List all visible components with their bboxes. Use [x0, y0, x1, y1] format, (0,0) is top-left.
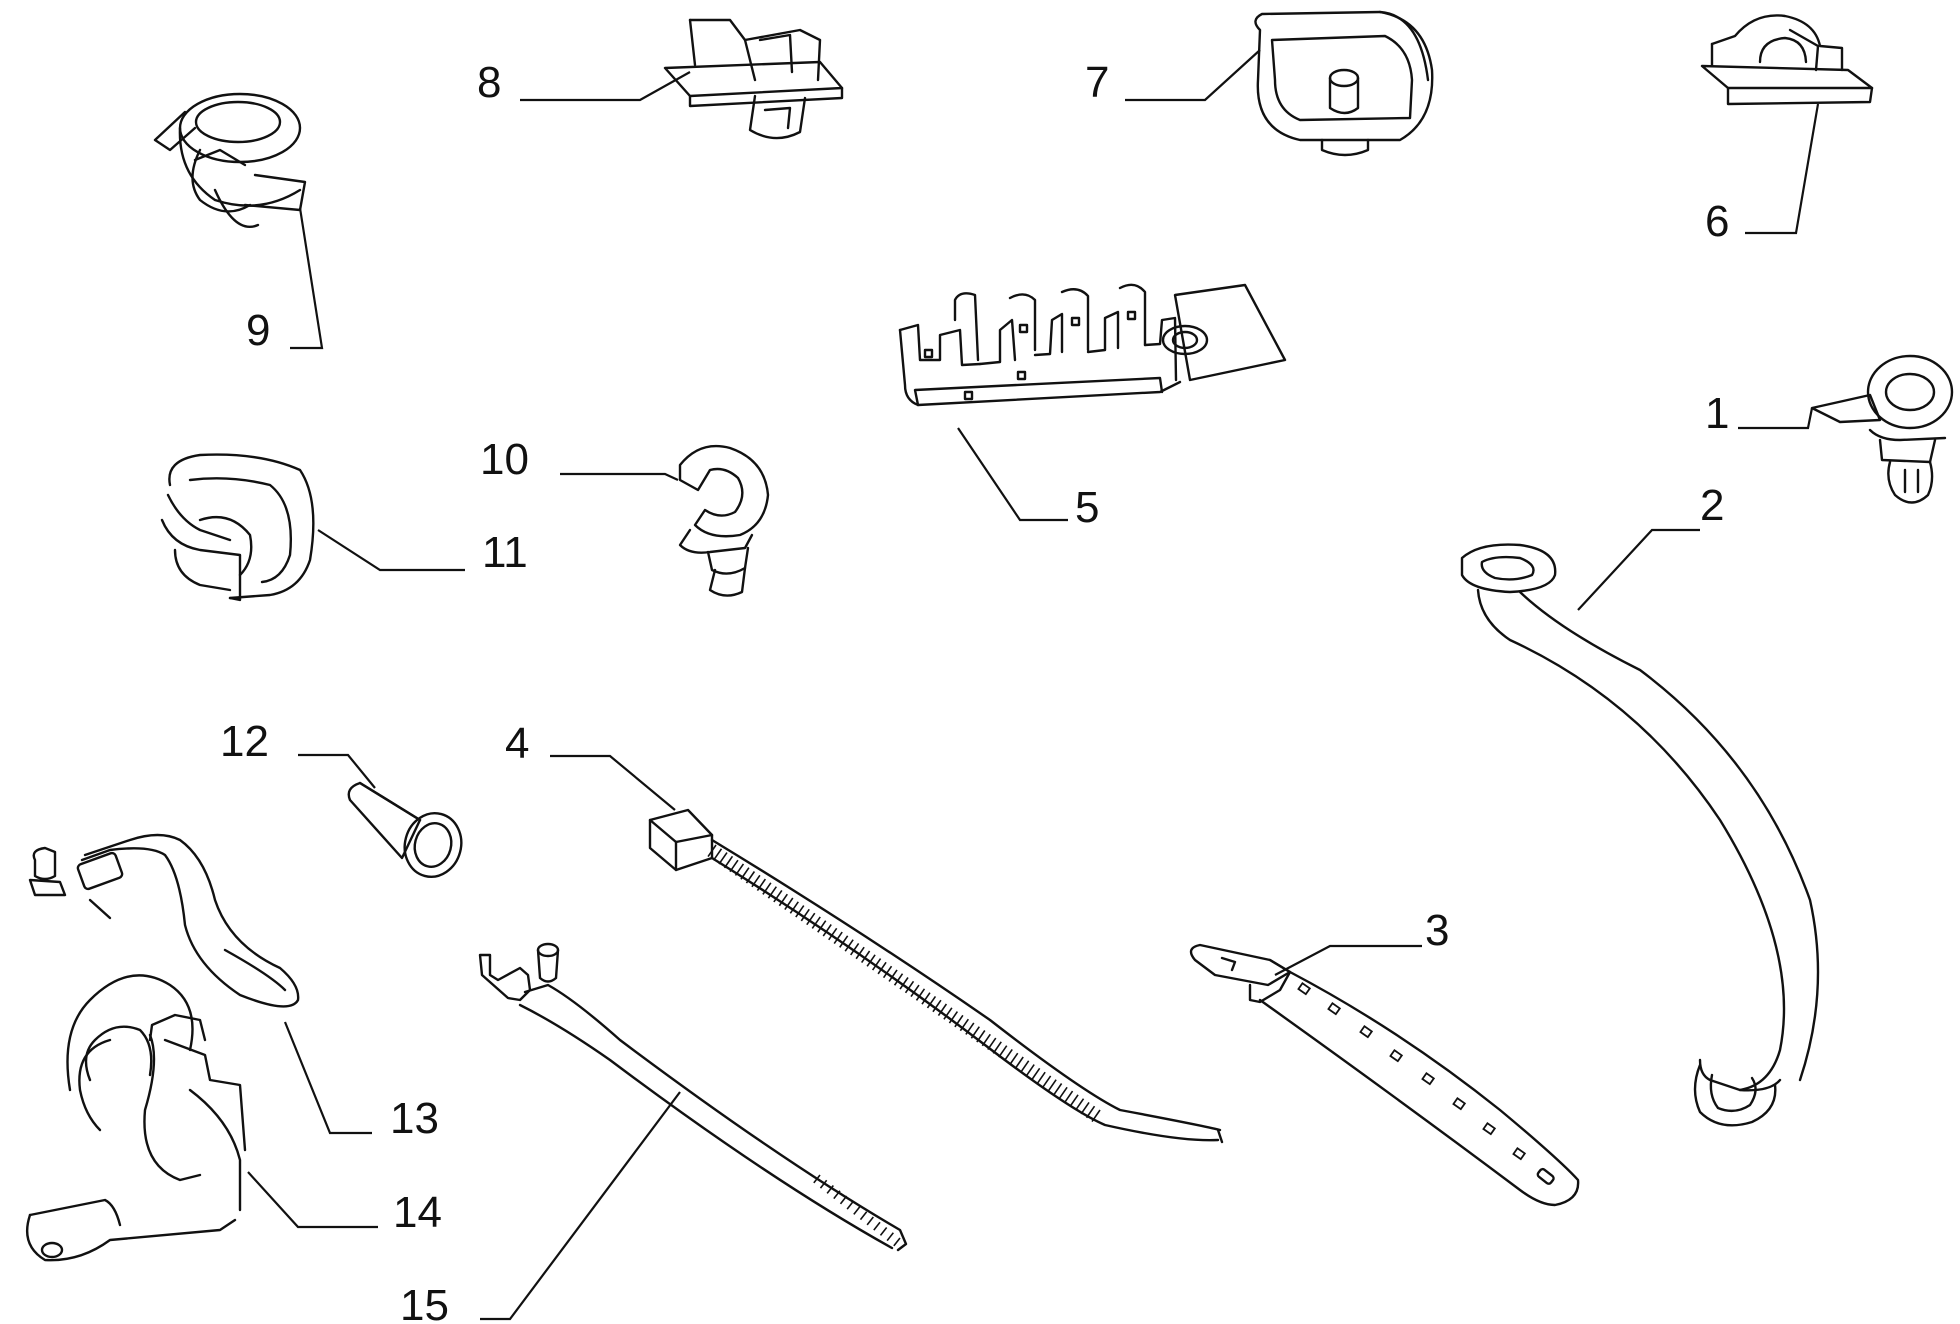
part-13-slotted-bracket[interactable] — [28, 833, 300, 1008]
part-11-double-clip[interactable] — [160, 453, 315, 602]
part-4-tie-teeth — [707, 844, 1101, 1122]
part-3-perforated-strap[interactable] — [1189, 943, 1580, 1207]
part-15-tie-teeth — [813, 1174, 901, 1247]
part-2-strap-grommet[interactable] — [1460, 543, 1820, 1127]
callout-4: 4 — [505, 719, 529, 768]
leader-15 — [480, 1091, 681, 1321]
part-14-clamp[interactable] — [25, 974, 247, 1262]
part-5-terminal-bracket[interactable] — [898, 283, 1287, 407]
leader-5 — [957, 427, 1068, 522]
leader-4 — [550, 754, 676, 811]
callout-6: 6 — [1705, 197, 1729, 246]
part-9-hose-clip[interactable] — [153, 92, 307, 228]
callout-13: 13 — [390, 1094, 439, 1143]
part-15-anchored-tie[interactable] — [478, 942, 908, 1252]
part-6-saddle-clip[interactable] — [1700, 14, 1874, 106]
leader-10 — [560, 472, 679, 481]
callout-5: 5 — [1075, 483, 1099, 532]
callout-1: 1 — [1705, 389, 1729, 438]
leader-8 — [520, 71, 691, 102]
callout-10: 10 — [480, 435, 529, 484]
callout-8: 8 — [477, 58, 501, 107]
callout-9: 9 — [246, 306, 270, 355]
leader-6 — [1745, 103, 1820, 235]
part-4-cable-tie[interactable] — [648, 808, 1224, 1144]
callout-3: 3 — [1425, 906, 1449, 955]
leader-7 — [1125, 49, 1261, 102]
callout-12: 12 — [220, 717, 269, 766]
leader-11 — [317, 529, 465, 572]
part-3-strap-holes — [1297, 981, 1527, 1161]
leader-13 — [283, 1021, 372, 1135]
leader-1 — [1738, 407, 1814, 430]
callout-7: 7 — [1085, 58, 1109, 107]
callout-2: 2 — [1700, 481, 1724, 530]
callout-labels: 1 2 3 4 5 6 7 8 9 10 11 12 13 14 15 — [220, 58, 1729, 1324]
callout-11: 11 — [482, 528, 528, 577]
leader-3 — [1274, 944, 1422, 976]
part-7-grommet-clip[interactable] — [1254, 10, 1434, 157]
part-8-plate-clip[interactable] — [663, 18, 844, 140]
callout-15: 15 — [400, 1281, 449, 1324]
leader-lines — [247, 49, 1820, 1321]
leader-14 — [247, 1171, 378, 1229]
leader-9 — [290, 207, 324, 350]
part-12-plug[interactable] — [347, 781, 469, 883]
leader-2 — [1577, 528, 1700, 611]
leader-12 — [298, 753, 376, 789]
part-10-arrow-clip[interactable] — [678, 444, 770, 597]
part-1-pin-clip[interactable] — [1810, 354, 1954, 504]
callout-14: 14 — [393, 1188, 442, 1237]
